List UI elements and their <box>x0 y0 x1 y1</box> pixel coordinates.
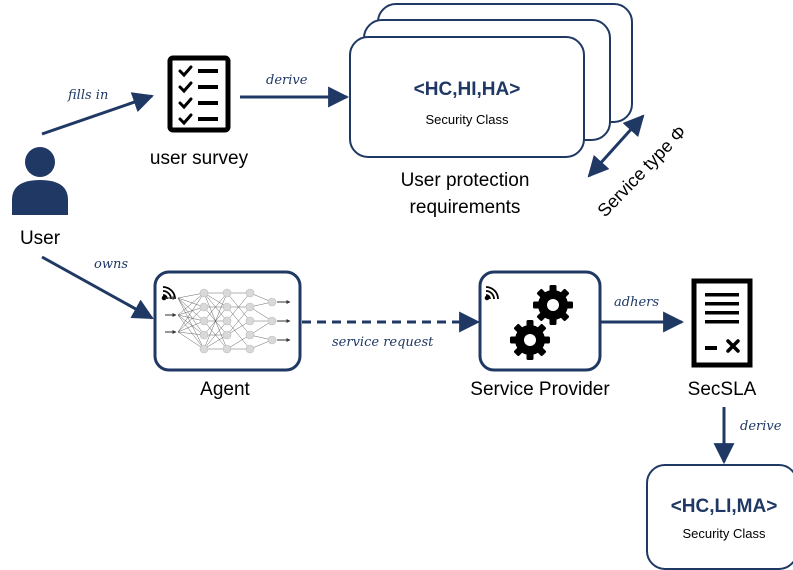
gears-icon <box>510 285 573 360</box>
derive-bottom-label: derive <box>740 419 782 434</box>
service-request-label: service request <box>332 335 434 350</box>
fills-in-arrow <box>41 92 154 136</box>
service-type-label: Service type Φ <box>593 122 690 221</box>
service-provider-box <box>478 270 602 372</box>
owns-label: owns <box>94 257 128 272</box>
secsla-label: SecSLA <box>688 379 757 400</box>
fills-in-label: fills in <box>67 88 108 103</box>
user-label: User <box>20 228 61 249</box>
requirements-card-front <box>349 36 585 158</box>
secsla-security-class: <HC,LI,MA> <box>671 496 778 517</box>
service-provider-label: Service Provider <box>470 379 610 400</box>
secsla-security-class-caption: Security Class <box>682 526 766 541</box>
agent-label: Agent <box>200 379 250 400</box>
neural-network-icon <box>165 288 291 354</box>
owns-arrow <box>41 255 154 320</box>
document-icon <box>691 278 753 368</box>
service-type-arrow <box>587 114 645 178</box>
checklist-icon <box>167 55 231 133</box>
wifi-icon-provider <box>484 286 499 301</box>
user-protection-label-line2: requirements <box>410 197 521 218</box>
requirements-security-class-caption: Security Class <box>425 112 509 127</box>
adhers-label: adhers <box>614 295 659 310</box>
derive-top-label: derive <box>266 73 308 88</box>
user-survey-label: user survey <box>150 148 249 169</box>
secsla-class-card <box>646 464 793 570</box>
requirements-security-class: <HC,HI,HA> <box>414 79 521 100</box>
user-protection-label-line1: User protection <box>401 170 530 191</box>
user-icon <box>12 147 68 215</box>
